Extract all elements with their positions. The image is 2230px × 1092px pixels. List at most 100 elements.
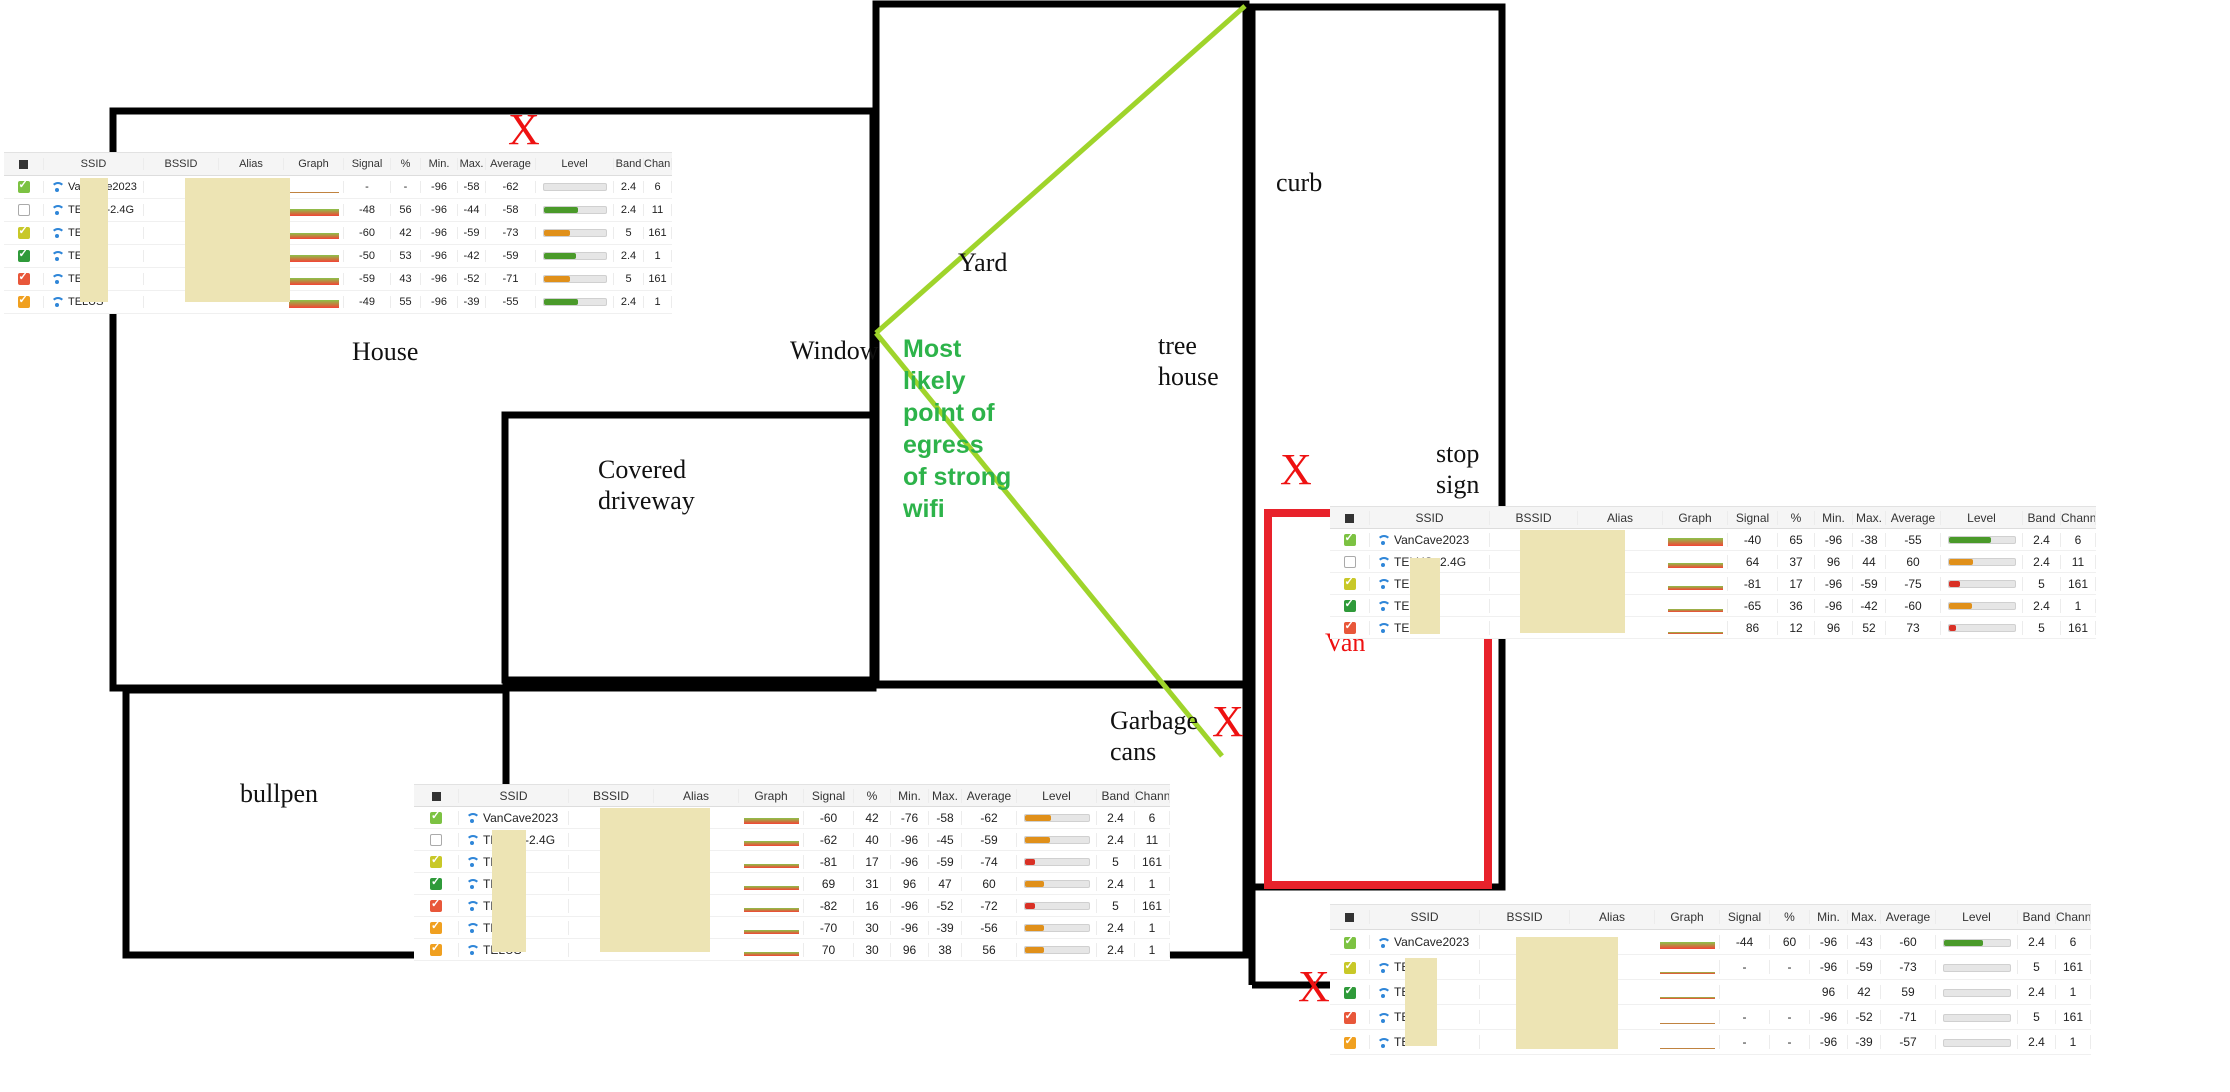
column-header-min[interactable]: Min. [1815, 510, 1853, 525]
row-checkbox[interactable] [1343, 935, 1356, 949]
table-row[interactable]: VanCave2023---96-58-622.46 [4, 176, 672, 199]
header-checkbox-cell[interactable] [1330, 510, 1370, 525]
column-header-max[interactable]: Max. [1853, 510, 1886, 525]
row-checkbox[interactable] [1343, 985, 1356, 999]
row-checkbox[interactable] [17, 204, 30, 217]
column-header-ssid[interactable]: SSID [459, 788, 569, 803]
column-header-band[interactable]: Band [2023, 510, 2061, 525]
column-header-chann[interactable]: Chann [1135, 788, 1170, 803]
column-header-average[interactable]: Average [486, 158, 536, 170]
column-header-signal[interactable]: Signal [1720, 910, 1770, 924]
column-header-average[interactable]: Average [1881, 910, 1936, 924]
row-checkbox[interactable] [430, 943, 442, 957]
row-checkbox[interactable] [1343, 960, 1356, 974]
row-checkbox[interactable] [430, 855, 442, 869]
row-checkbox[interactable] [1343, 1035, 1356, 1049]
column-header-[interactable]: % [1770, 910, 1810, 924]
header-checkbox-cell[interactable] [1330, 910, 1370, 924]
column-header-graph[interactable]: Graph [284, 158, 344, 170]
table-row[interactable]: TELUS86129652735161 [1330, 617, 2096, 639]
select-all-checkbox[interactable] [431, 791, 441, 801]
column-header-max[interactable]: Max. [458, 158, 486, 170]
column-header-signal[interactable]: Signal [344, 158, 391, 170]
table-row[interactable]: TELUS69319647602.41 [414, 873, 1170, 895]
row-checkbox[interactable] [1343, 556, 1356, 569]
column-header-graph[interactable]: Graph [739, 788, 804, 803]
column-header-alias[interactable]: Alias [1578, 510, 1663, 525]
column-header-level[interactable]: Level [1941, 510, 2023, 525]
column-header-average[interactable]: Average [962, 788, 1017, 803]
select-all-checkbox[interactable] [1345, 513, 1354, 523]
column-header-alias[interactable]: Alias [654, 788, 739, 803]
column-header-band[interactable]: Band [614, 158, 644, 170]
column-header-chann[interactable]: Chann [644, 158, 672, 170]
row-checkbox[interactable] [1343, 599, 1356, 613]
column-header-min[interactable]: Min. [891, 788, 929, 803]
column-header-average[interactable]: Average [1886, 510, 1941, 525]
column-header-ssid[interactable]: SSID [1370, 510, 1490, 525]
column-header-band[interactable]: Band [2018, 910, 2056, 924]
column-header-bssid[interactable]: BSSID [1480, 910, 1570, 924]
column-header-min[interactable]: Min. [421, 158, 458, 170]
row-checkbox[interactable] [17, 227, 30, 240]
column-header-alias[interactable]: Alias [219, 158, 284, 170]
column-header-ssid[interactable]: SSID [44, 158, 144, 170]
column-header-signal[interactable]: Signal [1728, 510, 1778, 525]
table-row[interactable]: TELUS9642592.41 [1330, 980, 2091, 1005]
column-header-min[interactable]: Min. [1810, 910, 1848, 924]
row-checkbox[interactable] [430, 899, 442, 913]
column-header-level[interactable]: Level [1017, 788, 1097, 803]
column-header-[interactable]: % [391, 158, 421, 170]
column-header-bssid[interactable]: BSSID [569, 788, 654, 803]
column-header-[interactable]: % [1778, 510, 1815, 525]
row-checkbox[interactable] [430, 877, 442, 891]
row-checkbox[interactable] [17, 296, 30, 309]
column-header-bssid[interactable]: BSSID [1490, 510, 1578, 525]
column-header-alias[interactable]: Alias [1570, 910, 1655, 924]
select-all-checkbox[interactable] [1345, 913, 1354, 923]
header-checkbox-cell[interactable] [414, 788, 459, 803]
select-all-checkbox[interactable] [19, 159, 28, 169]
row-checkbox[interactable] [17, 181, 30, 194]
column-header-bssid[interactable]: BSSID [144, 158, 219, 170]
column-header-ssid[interactable]: SSID [1370, 910, 1480, 924]
column-header-level[interactable]: Level [536, 158, 614, 170]
row-checkbox[interactable] [1343, 1010, 1356, 1024]
row-checkbox[interactable] [1343, 621, 1356, 635]
column-header-max[interactable]: Max. [1848, 910, 1881, 924]
row-checkbox[interactable] [1343, 533, 1356, 547]
header-checkbox-cell[interactable] [4, 158, 44, 170]
column-header-signal[interactable]: Signal [804, 788, 854, 803]
table-row[interactable]: TELUS70309638562.41 [414, 939, 1170, 961]
column-header-chann[interactable]: Chann [2061, 510, 2096, 525]
column-header-[interactable]: % [854, 788, 891, 803]
row-checkbox[interactable] [430, 811, 442, 825]
column-header-level[interactable]: Level [1936, 910, 2018, 924]
row-checkbox[interactable] [1343, 577, 1356, 591]
column-header-band[interactable]: Band [1097, 788, 1135, 803]
column-header-chann[interactable]: Chann [2056, 910, 2091, 924]
row-checkbox[interactable] [430, 921, 442, 935]
row-checkbox[interactable] [17, 273, 30, 286]
row-checkbox[interactable] [17, 250, 30, 263]
table-row[interactable]: TELUS---96-39-572.41 [1330, 1030, 2091, 1055]
column-header-graph[interactable]: Graph [1663, 510, 1728, 525]
column-header-graph[interactable]: Graph [1655, 910, 1720, 924]
column-header-max[interactable]: Max. [929, 788, 962, 803]
row-checkbox[interactable] [430, 834, 442, 847]
